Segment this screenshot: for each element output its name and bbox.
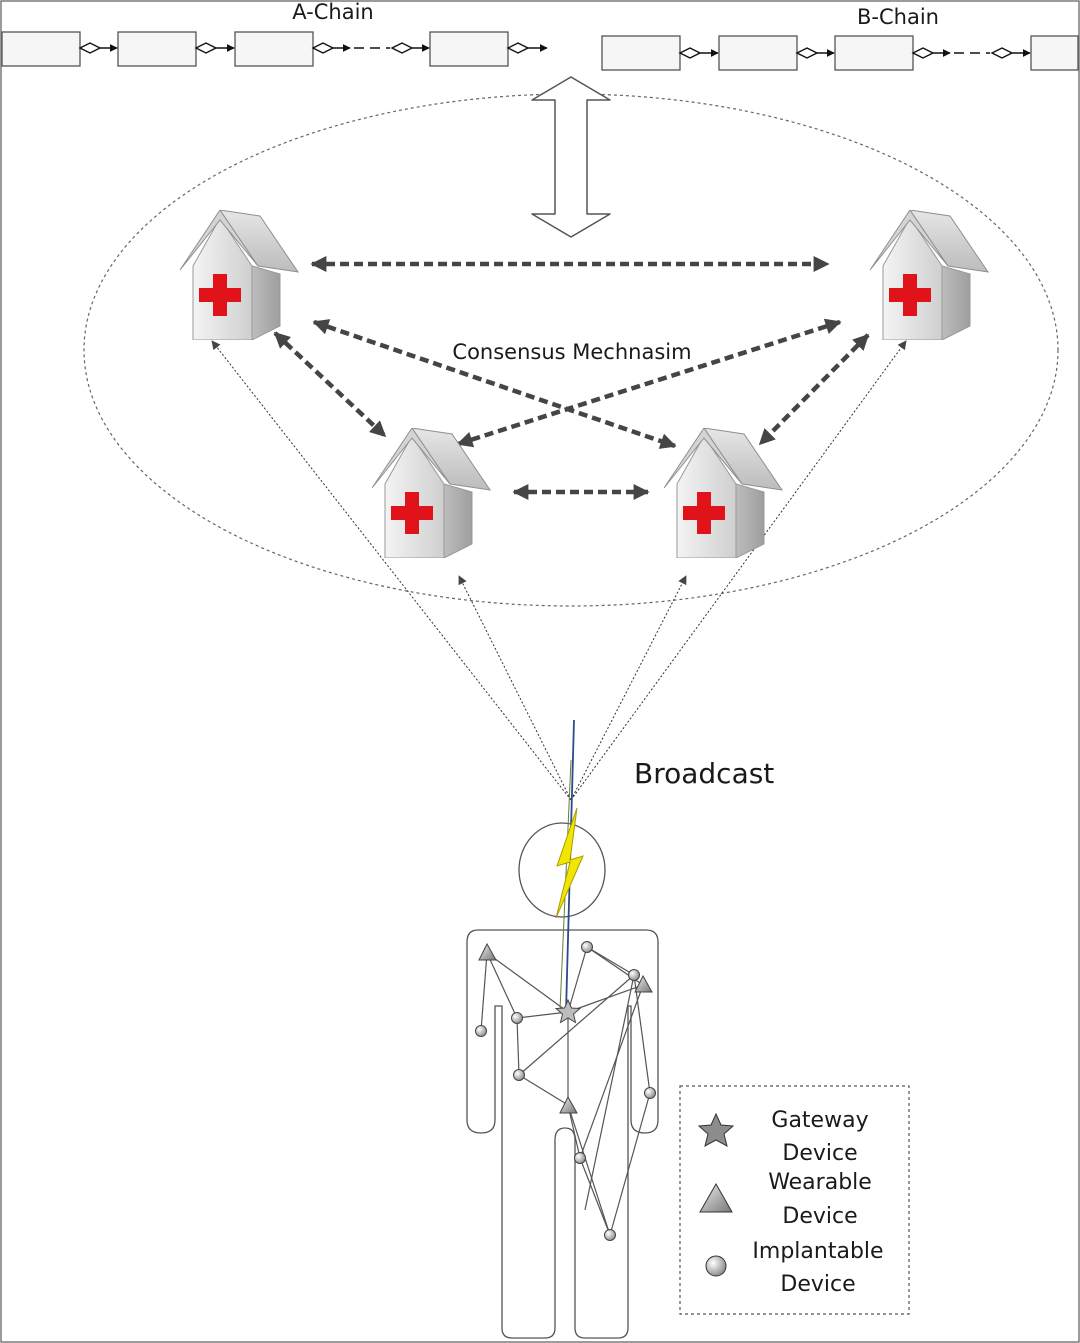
- b-chain-link-3: [911, 47, 1031, 59]
- implantable-device-icon: [574, 1152, 586, 1164]
- implantable-device-icon: [511, 1012, 523, 1024]
- b-chain-block-4: [1030, 35, 1079, 71]
- hospital-node-1: [180, 210, 299, 340]
- consensus-links: [273, 256, 870, 500]
- a-chain-block-1: [1, 31, 81, 67]
- legend-triangle-icon: [699, 1182, 733, 1213]
- sensor-devices: [475, 941, 656, 1241]
- implantable-device-icon: [475, 1025, 487, 1037]
- broadcast-label: Broadcast: [634, 757, 774, 790]
- link-h2-h4: [758, 333, 870, 446]
- a-chain: A-Chain: [1, 0, 548, 67]
- a-chain-block-3: [234, 31, 314, 67]
- hospital-node-2: [870, 210, 989, 340]
- consortium-ellipse: [83, 93, 1059, 607]
- wearable-device-icon: [634, 974, 653, 993]
- a-chain-block-2: [117, 31, 197, 67]
- legend-item-2-line1: Wearable: [768, 1170, 872, 1195]
- legend-circle-icon: [705, 1255, 727, 1277]
- a-chain-link-4: [506, 42, 548, 54]
- sensor-network: [480, 946, 651, 1236]
- a-chain-link-3: [311, 42, 430, 54]
- b-chain-link-1: [678, 47, 719, 59]
- legend-item-1-line1: Gateway: [771, 1108, 868, 1133]
- implantable-device-icon: [644, 1087, 656, 1099]
- link-h2-h3: [456, 318, 842, 448]
- link-h1-h3: [273, 331, 387, 438]
- hospital-node-4: [664, 428, 783, 558]
- legend-item-2-line2: Device: [782, 1204, 857, 1229]
- patient-head: [518, 822, 606, 918]
- b-chain-block-3: [834, 35, 914, 71]
- legend-item-1-line2: Device: [782, 1141, 857, 1166]
- a-chain-link-1: [78, 42, 118, 54]
- a-chain-block-4: [429, 31, 509, 67]
- a-chain-link-2: [194, 42, 235, 54]
- gateway-device-icon: [554, 998, 582, 1024]
- b-chain-link-2: [795, 47, 835, 59]
- legend-item-3-line1: Implantable: [752, 1239, 883, 1264]
- legend-star-icon: [697, 1112, 735, 1147]
- chain-sync-double-arrow: [531, 76, 611, 238]
- wearable-device-icon: [559, 1095, 578, 1114]
- b-chain-block-2: [718, 35, 798, 71]
- implantable-device-icon: [628, 969, 640, 981]
- b-chain: B-Chain: [601, 5, 1079, 71]
- hospital-node-3: [372, 428, 491, 558]
- consensus-label: Consensus Mechnasim: [452, 340, 691, 364]
- b-chain-block-1: [601, 35, 681, 71]
- lightning-bolt-icon: [555, 807, 584, 919]
- implantable-device-icon: [581, 941, 593, 953]
- gateway-antenna: [555, 719, 584, 1013]
- b-chain-label: B-Chain: [857, 5, 939, 29]
- legend: Gateway Device Wearable Device Implantab…: [679, 1085, 910, 1315]
- wearable-device-icon: [478, 942, 497, 961]
- legend-item-3-line2: Device: [780, 1272, 855, 1297]
- implantable-device-icon: [604, 1229, 616, 1241]
- a-chain-label: A-Chain: [292, 0, 373, 24]
- implantable-device-icon: [513, 1069, 525, 1081]
- patient-torso: [466, 929, 659, 1339]
